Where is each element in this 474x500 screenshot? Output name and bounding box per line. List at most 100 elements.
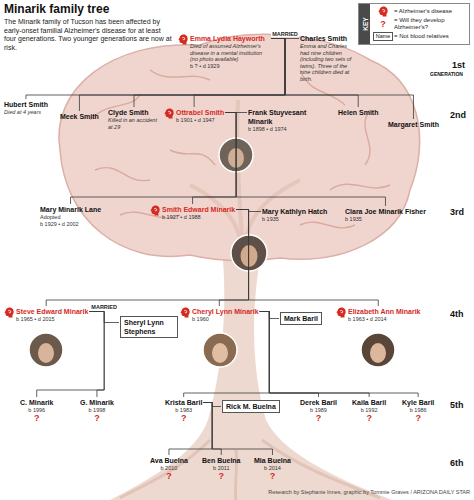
descent-line [26, 39, 285, 100]
risk-mark: ? [254, 472, 291, 481]
legend-text: = Alzheimer's disease [394, 8, 452, 15]
person-detail: b 1965 • d 2015 [16, 316, 88, 323]
person-detail: b 1901 • d 1947 [176, 117, 224, 124]
alzheimers-icon [4, 307, 14, 318]
person-node: Mia Buelnab 2014? [254, 456, 291, 481]
person-name: Margaret Smith [388, 120, 439, 129]
legend-row: = Alzheimer's disease [372, 6, 467, 17]
person-name: Helen Smith [338, 108, 378, 117]
legend-text: = Will they develop Alzheimer's? [394, 17, 467, 31]
person-node: Kyle Barilb 1986? [402, 398, 434, 423]
person-node: Mary Minarik LaneAdoptedb 1929 • d 2002 [40, 205, 101, 227]
diagram-title: Minarik family tree [4, 2, 109, 16]
brain-fold [330, 184, 390, 190]
risk-mark: ? [202, 472, 241, 481]
person-node: Helen Smith [338, 108, 378, 117]
icon-swirl [340, 310, 343, 312]
person-node: G. Minarikb 1998? [80, 398, 114, 423]
person-detail: b 1898 • d 1974 [248, 126, 314, 133]
person-node: Charles SmithEmma and Charles had nine c… [300, 34, 354, 82]
alzheimers-icon [164, 108, 174, 119]
generation-label: 4th [450, 309, 464, 319]
descent-line [260, 312, 369, 398]
person-node: Mary Kathlyn Hatchb 1935 [262, 207, 327, 223]
descent-line [225, 113, 385, 207]
person-name: Kaila Baril [352, 398, 386, 407]
alzheimers-icon [178, 34, 188, 45]
person-name: Mia Buelna [254, 456, 291, 465]
risk-mark: ? [352, 414, 386, 423]
person-node: Mark Baril [280, 312, 322, 325]
person-name: Emma Lydia Hayworth [190, 34, 270, 43]
person-node: Ava Buelnab 2010? [150, 456, 188, 481]
legend-row: Name= Not blood relatives [372, 31, 467, 42]
legend-box: KEY= Alzheimer's disease?= Will they dev… [358, 3, 470, 45]
person-node: Rick M. Buelna [222, 400, 280, 413]
person-name: Sheryl Lynn Stephens [124, 318, 174, 336]
person-name: Steve Edward Minarik [16, 307, 88, 316]
person-node: Derek Barilb 1989? [300, 398, 337, 423]
person-name: Krista Baril [165, 398, 202, 407]
risk-mark: ? [165, 414, 202, 423]
descent-line [236, 210, 378, 307]
photo-face [241, 245, 258, 267]
descent-line [37, 312, 104, 398]
person-detail: b 1963 • d 2014 [348, 316, 420, 323]
legend-heading: KEY [361, 17, 368, 30]
alzheimers-icon [180, 307, 190, 318]
risk-mark: ? [150, 472, 188, 481]
icon-swirl [382, 9, 385, 11]
legend-row: ?= Will they develop Alzheimer's? [372, 17, 467, 31]
person-detail: Killed in an accident at 29 [108, 117, 160, 130]
generation-label: 3rd [450, 207, 464, 217]
descent-line [134, 39, 285, 108]
legend-sample: ? [372, 20, 394, 29]
person-detail: Emma and Charles had nine children (incl… [300, 43, 354, 82]
person-name: Rick M. Buelna [226, 402, 276, 411]
person-name: Kyle Baril [402, 398, 434, 407]
descent-line [184, 312, 270, 398]
photo-face [370, 343, 386, 363]
portrait-photo [361, 333, 395, 367]
risk-mark: ? [300, 414, 337, 423]
person-name: C. Minarik [20, 398, 53, 407]
person-name: Meek Smith [60, 112, 99, 121]
person-node: Meek Smith [60, 112, 99, 121]
icon-swirl [168, 111, 171, 113]
brain-fold [95, 168, 150, 181]
person-detail: b 1935 [345, 216, 426, 223]
icon-head [4, 308, 13, 318]
icon-head [378, 7, 387, 17]
person-name: Elizabeth Ann Minarik [348, 307, 420, 316]
descent-line [260, 312, 418, 398]
generation-label: 2nd [450, 110, 466, 120]
person-name: Cheryl Lynn Minarik [192, 307, 259, 316]
photo-face [212, 343, 228, 363]
person-name: Derek Baril [300, 398, 337, 407]
person-node: C. Minarikb 1996? [20, 398, 53, 423]
brain-fold [150, 70, 210, 80]
photo-frame [361, 333, 395, 367]
person-detail: b 1929 • d 2002 [40, 221, 101, 228]
person-name: Clyde Smith [108, 108, 160, 117]
person-node: Clara Joe Minarik Fisherb 1935 [345, 207, 426, 223]
person-name: Ben Buelna [202, 456, 241, 465]
brain-fold [300, 70, 345, 105]
icon-swirl [182, 37, 185, 39]
icon-head [164, 109, 173, 119]
credit-note: Research by Stephanie Innes, graphic by … [268, 489, 470, 496]
person-name: Ava Buelna [150, 456, 188, 465]
person-detail: b 1960 [192, 316, 259, 323]
person-name: Mark Baril [284, 314, 318, 323]
legend-sample: Name [372, 32, 394, 41]
person-node: Hubert SmithDied at 4 years [4, 100, 48, 116]
alzheimers-icon [378, 6, 388, 17]
person-detail: b 1927 • d 1988 [162, 214, 235, 221]
generation-label: 1st [452, 60, 465, 70]
icon-head [336, 308, 345, 318]
person-detail: Died at 4 years [4, 109, 48, 116]
person-name: Charles Smith [300, 34, 354, 43]
